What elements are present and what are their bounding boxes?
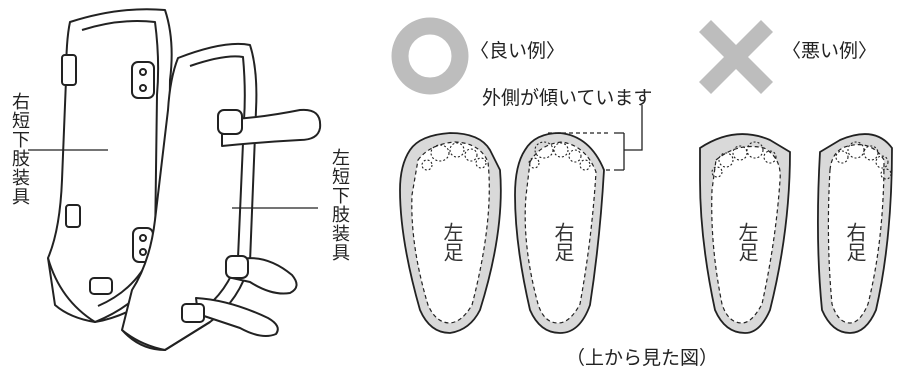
good-right-foot-label: 右足 — [551, 222, 575, 262]
good-example-label: 〈良い例〉 — [470, 40, 566, 62]
left-brace-label: 左短下肢装具 — [329, 148, 350, 262]
bad-left-foot — [699, 133, 791, 334]
right-brace-label: 右短下肢装具 — [9, 92, 30, 206]
good-left-foot-label: 左足 — [440, 222, 464, 262]
tilt-note: 外側が傾いています — [482, 87, 653, 109]
cross-icon — [698, 19, 774, 95]
left-brace-illustration — [121, 42, 322, 351]
good-right-foot — [514, 132, 605, 334]
bad-right-foot-label: 右足 — [843, 222, 867, 262]
right-brace-illustration — [47, 8, 173, 323]
bad-left-foot-label: 左足 — [735, 222, 759, 262]
view-caption: （上から見た図） — [566, 347, 719, 369]
bad-example-label: 〈悪い例〉 — [782, 40, 878, 62]
good-left-foot — [399, 132, 502, 334]
bad-right-foot — [817, 133, 893, 334]
circle-icon — [391, 17, 469, 95]
